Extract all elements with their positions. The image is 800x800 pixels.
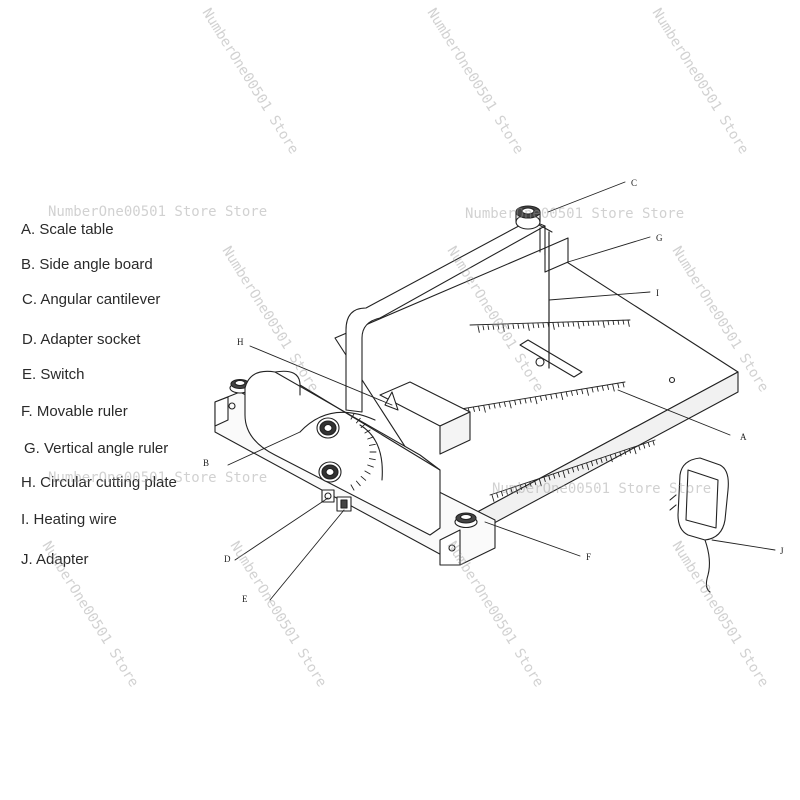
switch — [336, 496, 352, 512]
legend-adapter: J. Adapter — [21, 551, 89, 568]
callout-h: H — [237, 337, 244, 347]
knob-right — [454, 512, 478, 529]
watermark-9: NumberOne00501 Store Store — [48, 470, 267, 486]
table-slot — [519, 339, 583, 378]
board-knob-upper — [316, 417, 340, 439]
watermark-2: NumberOne00501 Store — [424, 6, 527, 157]
cantilever-knob — [515, 205, 541, 230]
callout-j: J — [780, 546, 784, 556]
watermark-1: NumberOne00501 Store — [199, 6, 302, 157]
watermark-10: NumberOne00501 Store Store — [492, 481, 711, 497]
watermark-3: NumberOne00501 Store — [649, 6, 752, 157]
watermark-5: NumberOne00501 Store Store — [465, 206, 684, 222]
callout-e: E — [242, 594, 248, 604]
callout-c: C — [631, 178, 637, 188]
legend-heating-wire: I. Heating wire — [21, 511, 117, 528]
legend-switch: E. Switch — [22, 366, 85, 383]
watermark-12: NumberOne00501 Store — [227, 539, 330, 690]
callout-a: A — [740, 432, 747, 442]
legend-movable-ruler: F. Movable ruler — [21, 403, 128, 420]
tick-marks — [457, 319, 655, 502]
callout-g: G — [656, 233, 663, 243]
adapter — [669, 457, 729, 593]
legend-circular-cutting-plate: H. Circular cutting plate — [21, 474, 177, 491]
legend-adapter-socket: D. Adapter socket — [22, 331, 141, 348]
fence-block — [379, 381, 471, 455]
adapter-socket — [321, 489, 335, 503]
watermark-13: NumberOne00501 Store — [444, 539, 547, 690]
watermark-4: NumberOne00501 Store Store — [48, 204, 267, 220]
watermark-11: NumberOne00501 Store — [39, 539, 142, 690]
callout-leaders — [227, 181, 776, 601]
board-knob-lower — [318, 461, 342, 483]
legend-side-angle-board: B. Side angle board — [21, 256, 153, 273]
watermark-14: NumberOne00501 Store — [669, 539, 772, 690]
scale-table — [334, 247, 739, 545]
callout-f: F — [586, 552, 591, 562]
legend-vertical-angle-ruler: G. Vertical angle ruler — [24, 440, 169, 457]
callout-d: D — [224, 554, 231, 564]
side-angle-board — [244, 370, 441, 536]
legend-scale-table: A. Scale table — [21, 221, 114, 238]
legend-angular-cantilever: C. Angular cantilever — [22, 291, 161, 308]
callout-i: I — [656, 288, 659, 298]
callout-b: B — [203, 458, 209, 468]
